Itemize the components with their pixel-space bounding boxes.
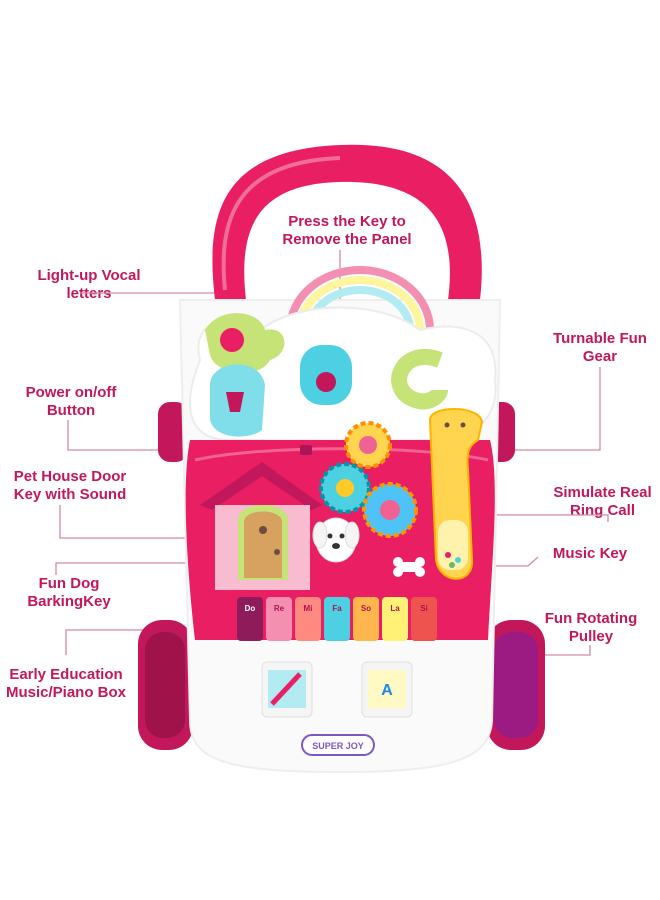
piano-key-so[interactable]: [353, 597, 379, 641]
phone-toy[interactable]: [428, 408, 484, 580]
leader-ring: [450, 514, 609, 522]
gears[interactable]: [319, 421, 418, 538]
piano-key-la[interactable]: [382, 597, 408, 641]
pulley-letter: A: [381, 682, 393, 699]
piano-key-label: So: [361, 604, 371, 613]
leader-pet-house: [59, 505, 236, 539]
label-power-line2: Button: [46, 402, 96, 419]
label-fun-dog: Fun Dog BarkingKey: [14, 575, 124, 611]
label-turnable-gear: Turnable Fun Gear: [540, 330, 660, 366]
label-early-edu-line2: Music/Piano Box: [5, 684, 127, 701]
paw-icon: [259, 526, 267, 534]
piano-key-fa[interactable]: [324, 597, 350, 641]
label-pulley-line2: Pulley: [568, 628, 614, 645]
label-pulley-line1: Fun Rotating: [544, 610, 638, 627]
pulley-area: A: [261, 661, 413, 718]
label-press-key-line1: Press the Key to: [288, 213, 406, 230]
label-press-key: Press the Key to Remove the Panel: [262, 213, 432, 249]
label-pet-house-line1: Pet House Door: [13, 468, 127, 485]
leaf-decoration: [205, 313, 285, 373]
walker-handle: [212, 144, 482, 300]
label-music-key-text: Music Key: [552, 545, 628, 562]
letter-b-key[interactable]: [300, 345, 352, 405]
piano-key-label: Si: [420, 604, 428, 613]
label-music-key: Music Key: [540, 545, 640, 563]
label-power-line1: Power on/off: [25, 384, 117, 401]
power-button[interactable]: [300, 445, 312, 455]
label-pet-house: Pet House Door Key with Sound: [0, 468, 140, 504]
label-early-edu-line1: Early Education: [9, 666, 123, 683]
wheel-left-rear-inner: [145, 632, 185, 738]
label-press-key-line2: Remove the Panel: [282, 231, 412, 248]
piano-key-label: Re: [274, 604, 285, 613]
pet-house: [200, 462, 322, 590]
label-light-up-line1: Light-up Vocal: [37, 267, 141, 284]
brand-text: SUPER JOY: [312, 741, 364, 751]
label-ring-line1: Simulate Real: [553, 484, 652, 501]
label-power-button: Power on/off Button: [6, 384, 136, 420]
label-fun-dog-line2: BarkingKey: [27, 593, 111, 610]
letter-a-key[interactable]: [210, 364, 265, 437]
music-key-button[interactable]: [393, 557, 425, 577]
pet-house-door[interactable]: [244, 511, 282, 579]
piano-key-label: La: [390, 604, 400, 613]
letter-c-key[interactable]: [391, 349, 448, 410]
label-early-education: Early Education Music/Piano Box: [0, 666, 132, 702]
piano-key-re[interactable]: [266, 597, 292, 641]
piano-key-label: Do: [245, 604, 256, 613]
piano-key-mi[interactable]: [295, 597, 321, 641]
flower-center: [220, 328, 244, 352]
piano-key-si[interactable]: [411, 597, 437, 641]
piano-key-label: Mi: [304, 604, 313, 613]
wheel-right-rear-inner: [494, 632, 538, 738]
piano-keyboard: Do Re Mi Fa So La Si: [237, 597, 437, 641]
dog-key[interactable]: [312, 517, 360, 563]
label-rotating-pulley: Fun Rotating Pulley: [536, 610, 646, 646]
door-knob-icon: [274, 549, 280, 555]
label-pet-house-line2: Key with Sound: [13, 486, 127, 503]
label-fun-dog-line1: Fun Dog: [38, 575, 100, 592]
piano-key-label: Fa: [332, 604, 342, 613]
label-gear-line2: Gear: [582, 348, 618, 365]
wheel-left-front: [158, 402, 188, 462]
label-gear-line1: Turnable Fun: [553, 330, 647, 347]
piano-key-do[interactable]: [237, 597, 263, 641]
brand-badge: SUPER JOY: [301, 734, 375, 756]
